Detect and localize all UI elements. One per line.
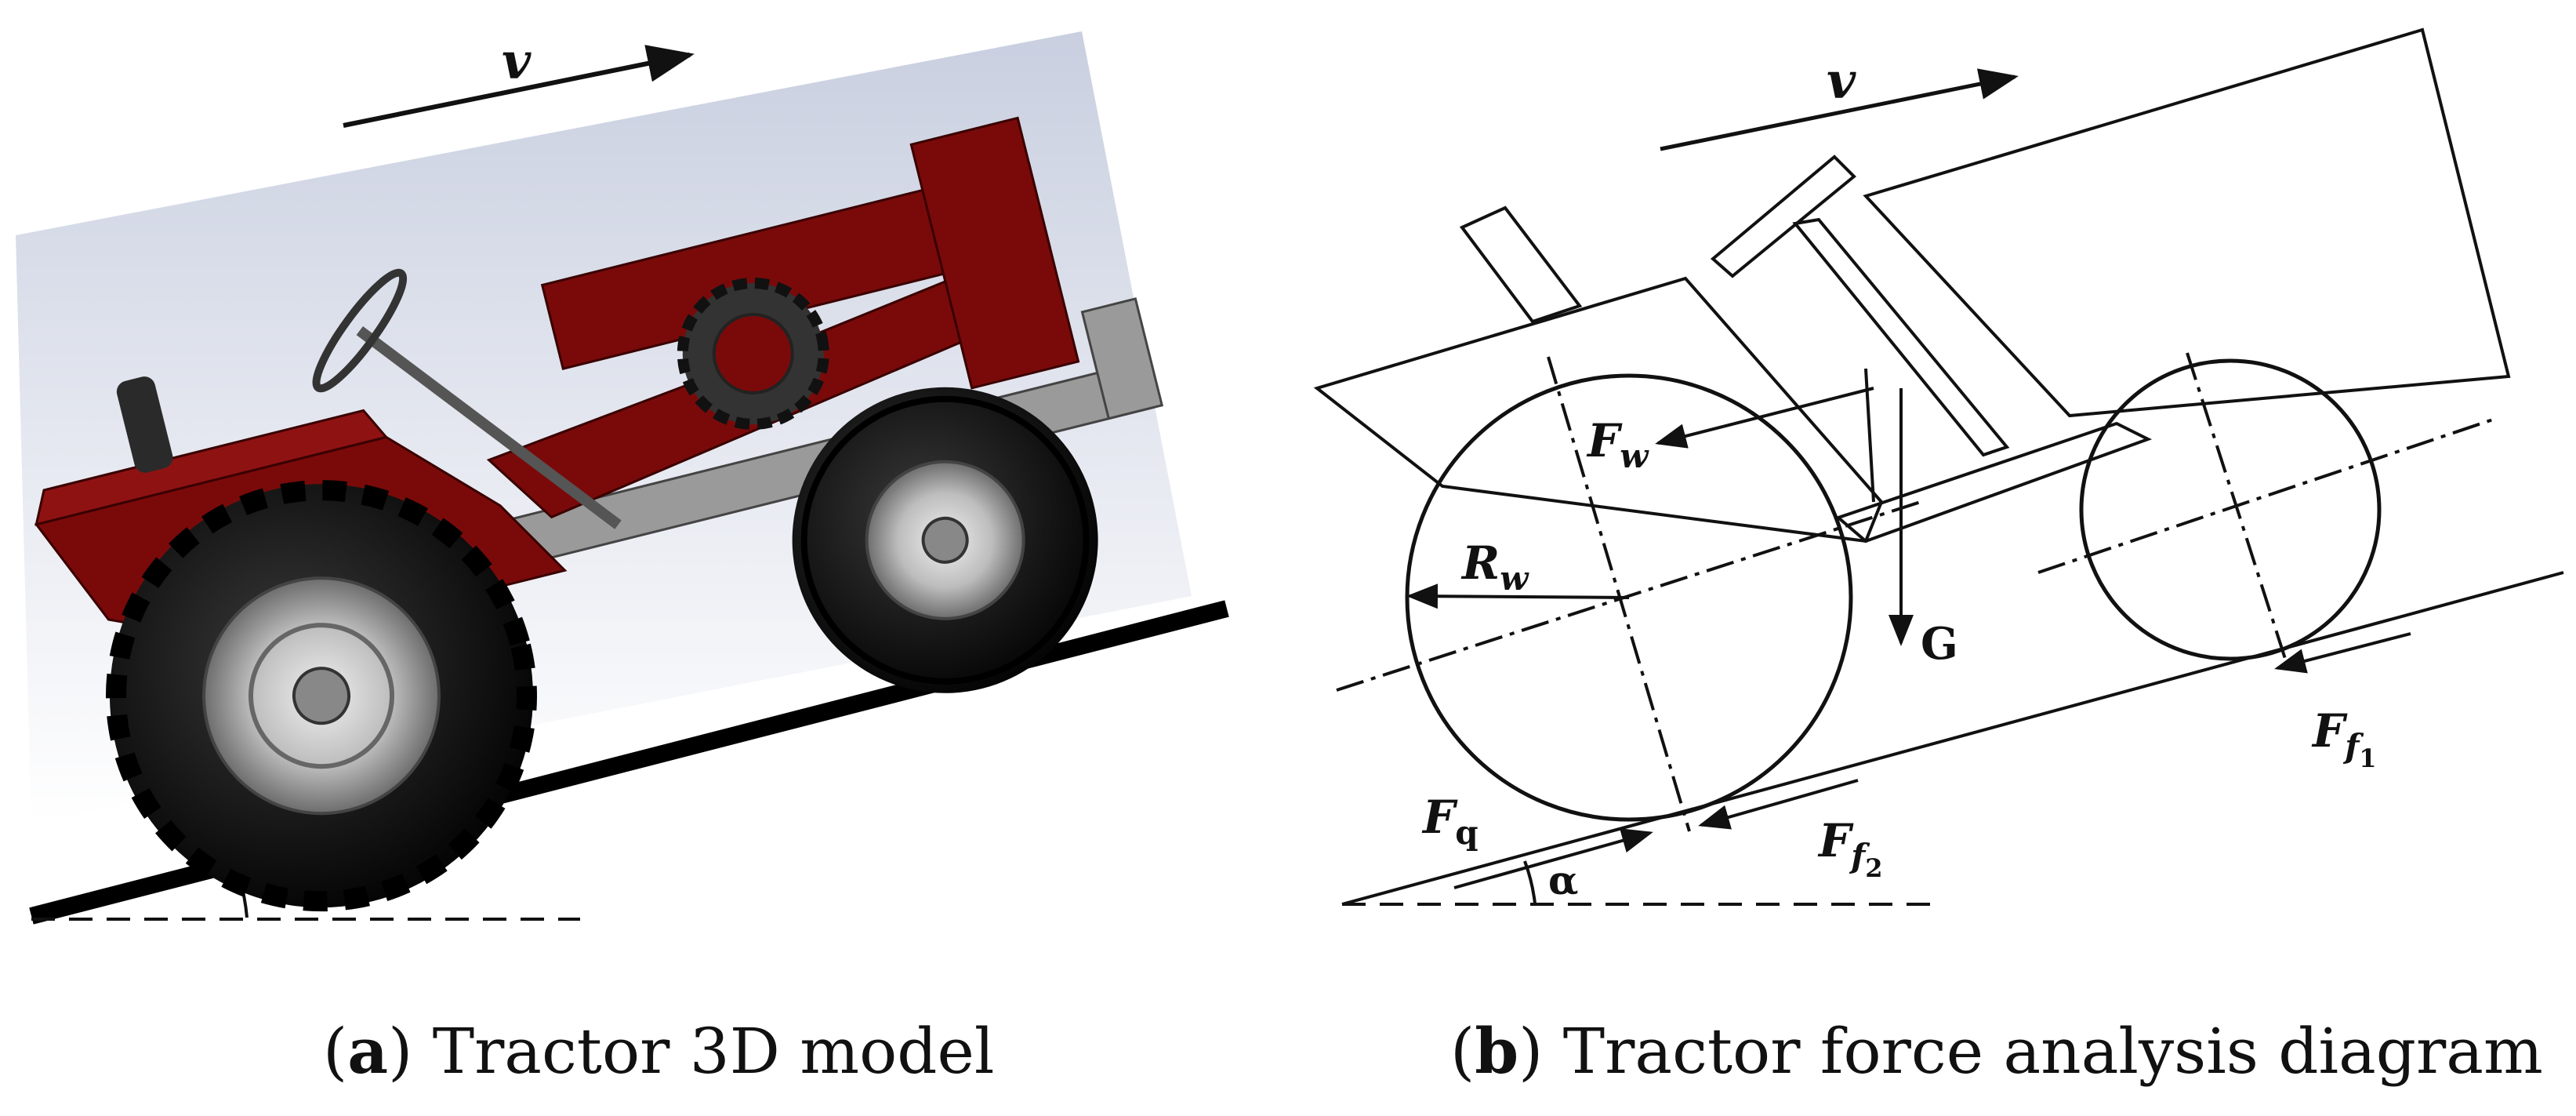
traction-force-label: Fq [1421, 791, 1478, 852]
panel-b-wind-force-arrow [1655, 387, 1874, 449]
rear-tire-tread [105, 480, 537, 912]
tractor-front-wheel [792, 387, 1098, 693]
tractor-front-block [909, 116, 1080, 390]
rear-rim-inner [248, 623, 394, 769]
caption-b: (b) Tractor force analysis diagram [1450, 1014, 2543, 1088]
panel-b-rear-friction-arrow [1698, 779, 1859, 830]
tractor-seat [116, 376, 173, 473]
panel-b-seat-back [1459, 205, 1583, 324]
panel-b-front-axis-1 [2037, 418, 2494, 574]
panel-b-rear-axis-2 [1547, 356, 1691, 832]
panel-a-velocity-arrow [343, 45, 695, 128]
panel-b-steering [1710, 154, 1856, 278]
tractor-gear-hub [712, 312, 794, 394]
tractor-front-bumper [1080, 297, 1164, 420]
panel-b-front-friction-arrow [2274, 632, 2411, 674]
panel-b-velocity-arrow [1660, 68, 2019, 151]
tractor-steering-wheel [312, 268, 408, 393]
caption-b-letter: b [1475, 1014, 1519, 1088]
front-hub [921, 516, 969, 564]
panel-a-velocity-label: v [502, 32, 532, 91]
panel-b-rear-fender [1313, 276, 1884, 543]
caption-a: (a) Tractor 3D model [323, 1014, 995, 1088]
gravity-label: G [1921, 618, 1958, 670]
front-friction-label: Ff1 [2311, 704, 2377, 773]
panel-b-radius-arrow [1406, 583, 1630, 609]
rear-friction-label: Ff2 [1817, 814, 1883, 883]
wind-force-label: Fw [1586, 414, 1649, 475]
panel-b-traction-arrow [1453, 828, 1653, 889]
panel-b-hood [1863, 27, 2511, 418]
tractor-3d [34, 116, 1164, 912]
panel-b-angle-arc [1523, 860, 1537, 904]
front-tire-groove [800, 395, 1090, 685]
tractor-fender [34, 409, 389, 526]
panel-b-slope-ground [1341, 571, 2564, 906]
panel-b-front-wheel [2079, 358, 2382, 661]
caption-b-text: Tractor force analysis diagram [1562, 1015, 2543, 1088]
panel-b-frame [1835, 421, 2153, 543]
panel-b-steering-column [1792, 217, 2010, 457]
panel-b-velocity-label: v [1827, 52, 1856, 111]
panel-b-front-axis-2 [2186, 352, 2287, 660]
panel-b-force-labels: Fw Rw G Fq Ff2 Ff1 [1421, 414, 2377, 883]
panel-b-force-diagram: v α [1313, 27, 2564, 906]
tractor-steering-column [356, 325, 622, 529]
caption-a-text: Tractor 3D model [432, 1015, 995, 1088]
radius-label: Rw [1460, 536, 1529, 598]
tractor-rear-wheel [105, 480, 537, 912]
caption-a-letter: a [347, 1014, 389, 1088]
rear-hub [292, 667, 350, 725]
panel-a-3d-model: v α [16, 31, 1229, 925]
panel-b-angle-label: α [1548, 857, 1578, 903]
